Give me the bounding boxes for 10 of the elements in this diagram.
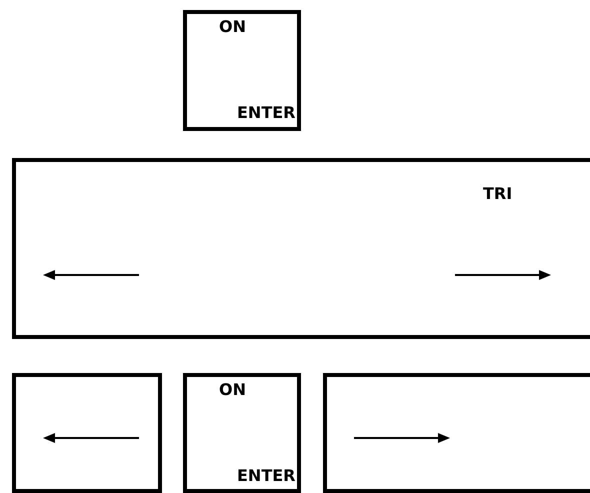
empty-key-box [323,373,590,493]
key-box [183,10,301,131]
key-box [12,158,590,339]
empty-key-box [12,373,162,493]
key-label: ENTER [237,103,296,123]
key-box [183,373,301,493]
key-label: ENTER [237,466,296,486]
key-label: ON [219,17,246,37]
key-label: ON [219,380,246,400]
key-label: TRI [483,184,512,204]
